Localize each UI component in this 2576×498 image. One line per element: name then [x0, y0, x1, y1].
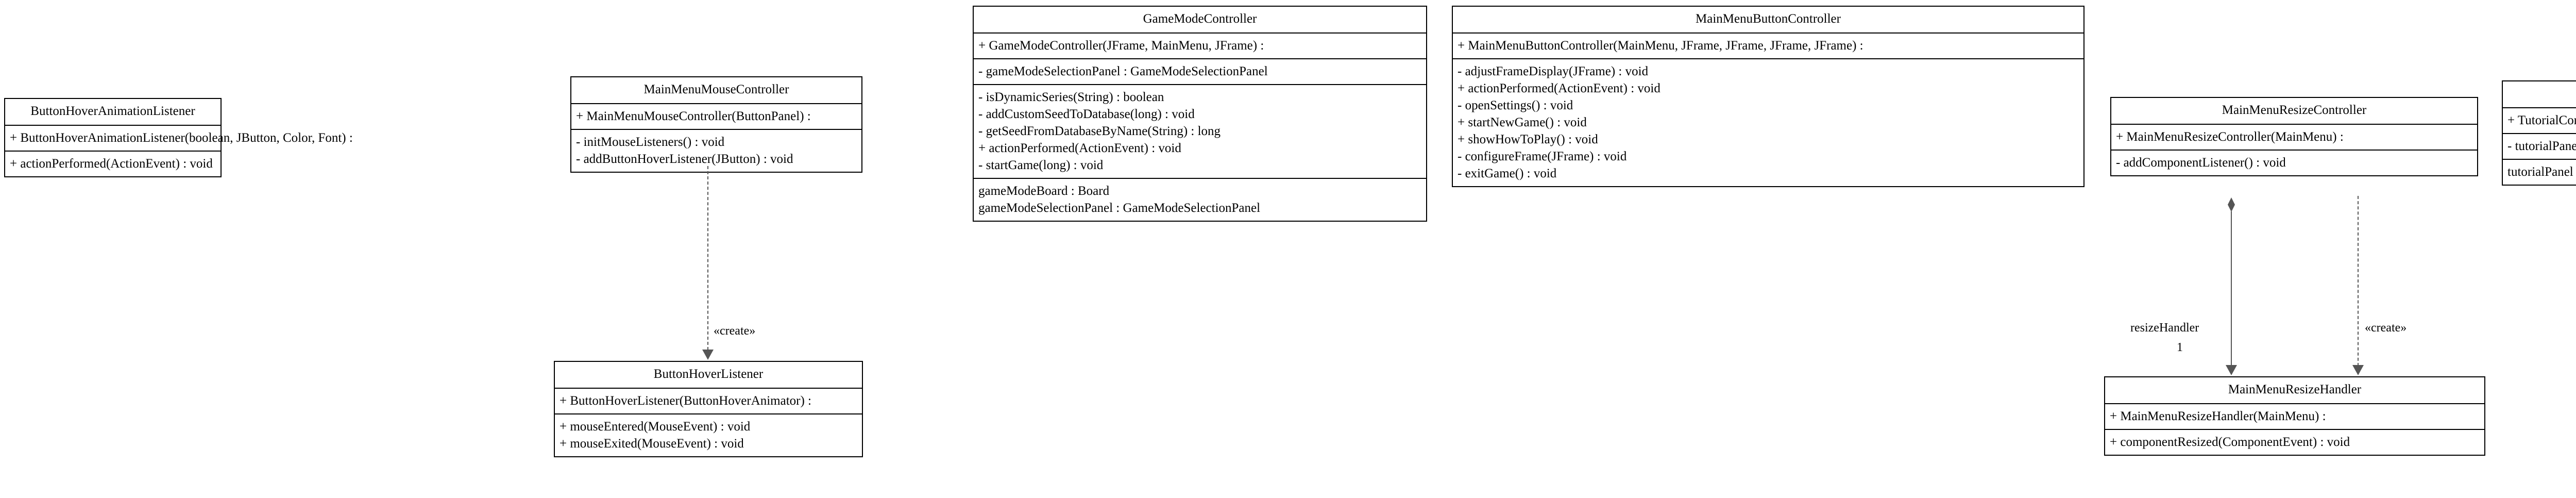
- class-member: + actionPerformed(ActionEvent) : void: [978, 141, 1181, 155]
- dependency-stereotype-create-button-hover-listener: «create»: [714, 324, 756, 338]
- class-box-main-menu-mouse-controller[interactable]: MainMenuMouseController + MainMenuMouseC…: [570, 76, 862, 173]
- dependency-arrowhead-button-hover-listener: [702, 350, 714, 360]
- class-name-main-menu-button-controller: MainMenuButtonController: [1696, 12, 1841, 26]
- class-name-game-mode-controller: GameModeController: [1143, 12, 1257, 26]
- method-compartment: - addComponentListener() : void: [2111, 149, 2477, 175]
- constructor-compartment: + TutorialController(MainMenu, JFrame) :: [2503, 107, 2576, 133]
- class-member: + MainMenuButtonController(MainMenu, JFr…: [1458, 38, 1863, 53]
- class-member: - adjustFrameDisplay(JFrame) : void: [1458, 64, 1649, 78]
- class-member: - exitGame() : void: [1458, 166, 1557, 180]
- method-compartment: - initMouseListeners() : void - addButto…: [571, 128, 861, 172]
- class-member: - initMouseListeners() : void: [576, 135, 725, 149]
- composition-line-resize-handler: [2231, 211, 2232, 366]
- class-member: - addComponentListener() : void: [2116, 155, 2286, 170]
- method-compartment: - isDynamicSeries(String) : boolean - ad…: [974, 84, 1426, 178]
- method-compartment: - adjustFrameDisplay(JFrame) : void + ac…: [1453, 58, 2083, 186]
- constructor-compartment: + MainMenuButtonController(MainMenu, JFr…: [1453, 32, 2083, 58]
- dependency-line-create-button-hover-listener: [707, 166, 708, 350]
- class-member: gameModeBoard : Board: [978, 184, 1110, 198]
- class-member: + showHowToPlay() : void: [1458, 132, 1598, 146]
- class-member: - addButtonHoverListener(JButton) : void: [576, 152, 793, 166]
- class-box-main-menu-resize-handler[interactable]: MainMenuResizeHandler + MainMenuResizeHa…: [2104, 376, 2485, 456]
- method-compartment: + mouseEntered(MouseEvent) : void + mous…: [555, 413, 862, 456]
- class-member: + mouseEntered(MouseEvent) : void: [560, 419, 751, 434]
- class-member: + MainMenuResizeHandler(MainMenu) :: [2110, 409, 2326, 423]
- class-name-button-hover-animation-listener: ButtonHoverAnimationListener: [30, 104, 195, 118]
- composition-multiplicity-label-resize-handler: 1: [2177, 341, 2183, 354]
- composition-role-label-resize-handler: resizeHandler: [2130, 321, 2199, 335]
- class-box-button-hover-animation-listener[interactable]: ButtonHoverAnimationListener + ButtonHov…: [4, 98, 353, 177]
- class-member: - tutorialPanel : TutorialPanel: [2507, 139, 2576, 153]
- class-box-button-hover-listener[interactable]: ButtonHoverListener + ButtonHoverListene…: [554, 361, 863, 457]
- method-compartment: + actionPerformed(ActionEvent) : void: [5, 150, 221, 176]
- class-name-tutorial-controller: TutorialController: [2503, 81, 2576, 107]
- class-member: - configureFrame(JFrame) : void: [1458, 149, 1627, 163]
- class-member: + ButtonHoverAnimationListener(boolean, …: [10, 130, 353, 145]
- method-compartment: + componentResized(ComponentEvent) : voi…: [2105, 428, 2484, 455]
- constructor-compartment: + MainMenuResizeController(MainMenu) :: [2111, 123, 2477, 150]
- class-box-tutorial-controller[interactable]: TutorialController + TutorialController(…: [2502, 80, 2576, 186]
- composition-arrowhead-resize-handler: [2226, 365, 2237, 375]
- class-member: - addCustomSeedToDatabase(long) : void: [978, 107, 1195, 121]
- class-box-main-menu-resize-controller[interactable]: MainMenuResizeController + MainMenuResiz…: [2110, 97, 2478, 176]
- class-member: + actionPerformed(ActionEvent) : void: [10, 156, 213, 171]
- class-name-button-hover-listener: ButtonHoverListener: [653, 367, 764, 381]
- class-member: - gameModeSelectionPanel : GameModeSelec…: [978, 64, 1268, 78]
- class-member: - isDynamicSeries(String) : boolean: [978, 90, 1164, 104]
- constructor-compartment: + MainMenuResizeHandler(MainMenu) :: [2105, 403, 2484, 429]
- class-member: - startGame(long) : void: [978, 158, 1104, 172]
- constructor-compartment: + GameModeController(JFrame, MainMenu, J…: [974, 32, 1426, 58]
- composition-diamond-resize-handler: [2228, 197, 2235, 212]
- class-member: + actionPerformed(ActionEvent) : void: [1458, 81, 1660, 95]
- dependency-arrowhead-resize-handler: [2352, 365, 2364, 375]
- constructor-compartment: + ButtonHoverListener(ButtonHoverAnimato…: [555, 387, 862, 413]
- class-member: + MainMenuResizeController(MainMenu) :: [2116, 129, 2344, 144]
- attribute-compartment: - gameModeSelectionPanel : GameModeSelec…: [974, 58, 1426, 84]
- class-member: gameModeSelectionPanel : GameModeSelecti…: [978, 201, 1261, 215]
- class-box-main-menu-button-controller[interactable]: MainMenuButtonController + MainMenuButto…: [1452, 6, 2084, 187]
- class-name-main-menu-resize-handler: MainMenuResizeHandler: [2228, 383, 2362, 396]
- field-compartment: gameModeBoard : Board gameModeSelectionP…: [974, 177, 1426, 221]
- dependency-stereotype-create-resize-handler: «create»: [2365, 321, 2407, 335]
- class-member: tutorialPanel : JPanel: [2507, 164, 2576, 179]
- attribute-compartment: - tutorialPanel : TutorialPanel: [2503, 132, 2576, 159]
- class-member: - openSettings() : void: [1458, 98, 1573, 112]
- dependency-line-create-resize-handler: [2358, 196, 2359, 366]
- class-member: + mouseExited(MouseEvent) : void: [560, 436, 744, 451]
- class-member: + TutorialController(MainMenu, JFrame) :: [2507, 113, 2576, 127]
- constructor-compartment: + MainMenuMouseController(ButtonPanel) :: [571, 103, 861, 129]
- class-member: + GameModeController(JFrame, MainMenu, J…: [978, 38, 1264, 53]
- class-member: + startNewGame() : void: [1458, 115, 1587, 129]
- class-member: + MainMenuMouseController(ButtonPanel) :: [576, 109, 811, 123]
- class-member: - getSeedFromDatabaseByName(String) : lo…: [978, 124, 1221, 138]
- class-member: + componentResized(ComponentEvent) : voi…: [2110, 435, 2350, 449]
- class-box-game-mode-controller[interactable]: GameModeController + GameModeController(…: [973, 6, 1427, 222]
- field-compartment: tutorialPanel : JPanel: [2503, 158, 2576, 185]
- class-name-main-menu-resize-controller: MainMenuResizeController: [2222, 103, 2367, 117]
- class-name-main-menu-mouse-controller: MainMenuMouseController: [643, 82, 789, 96]
- constructor-compartment: + ButtonHoverAnimationListener(boolean, …: [5, 124, 353, 151]
- class-member: + ButtonHoverListener(ButtonHoverAnimato…: [560, 393, 812, 408]
